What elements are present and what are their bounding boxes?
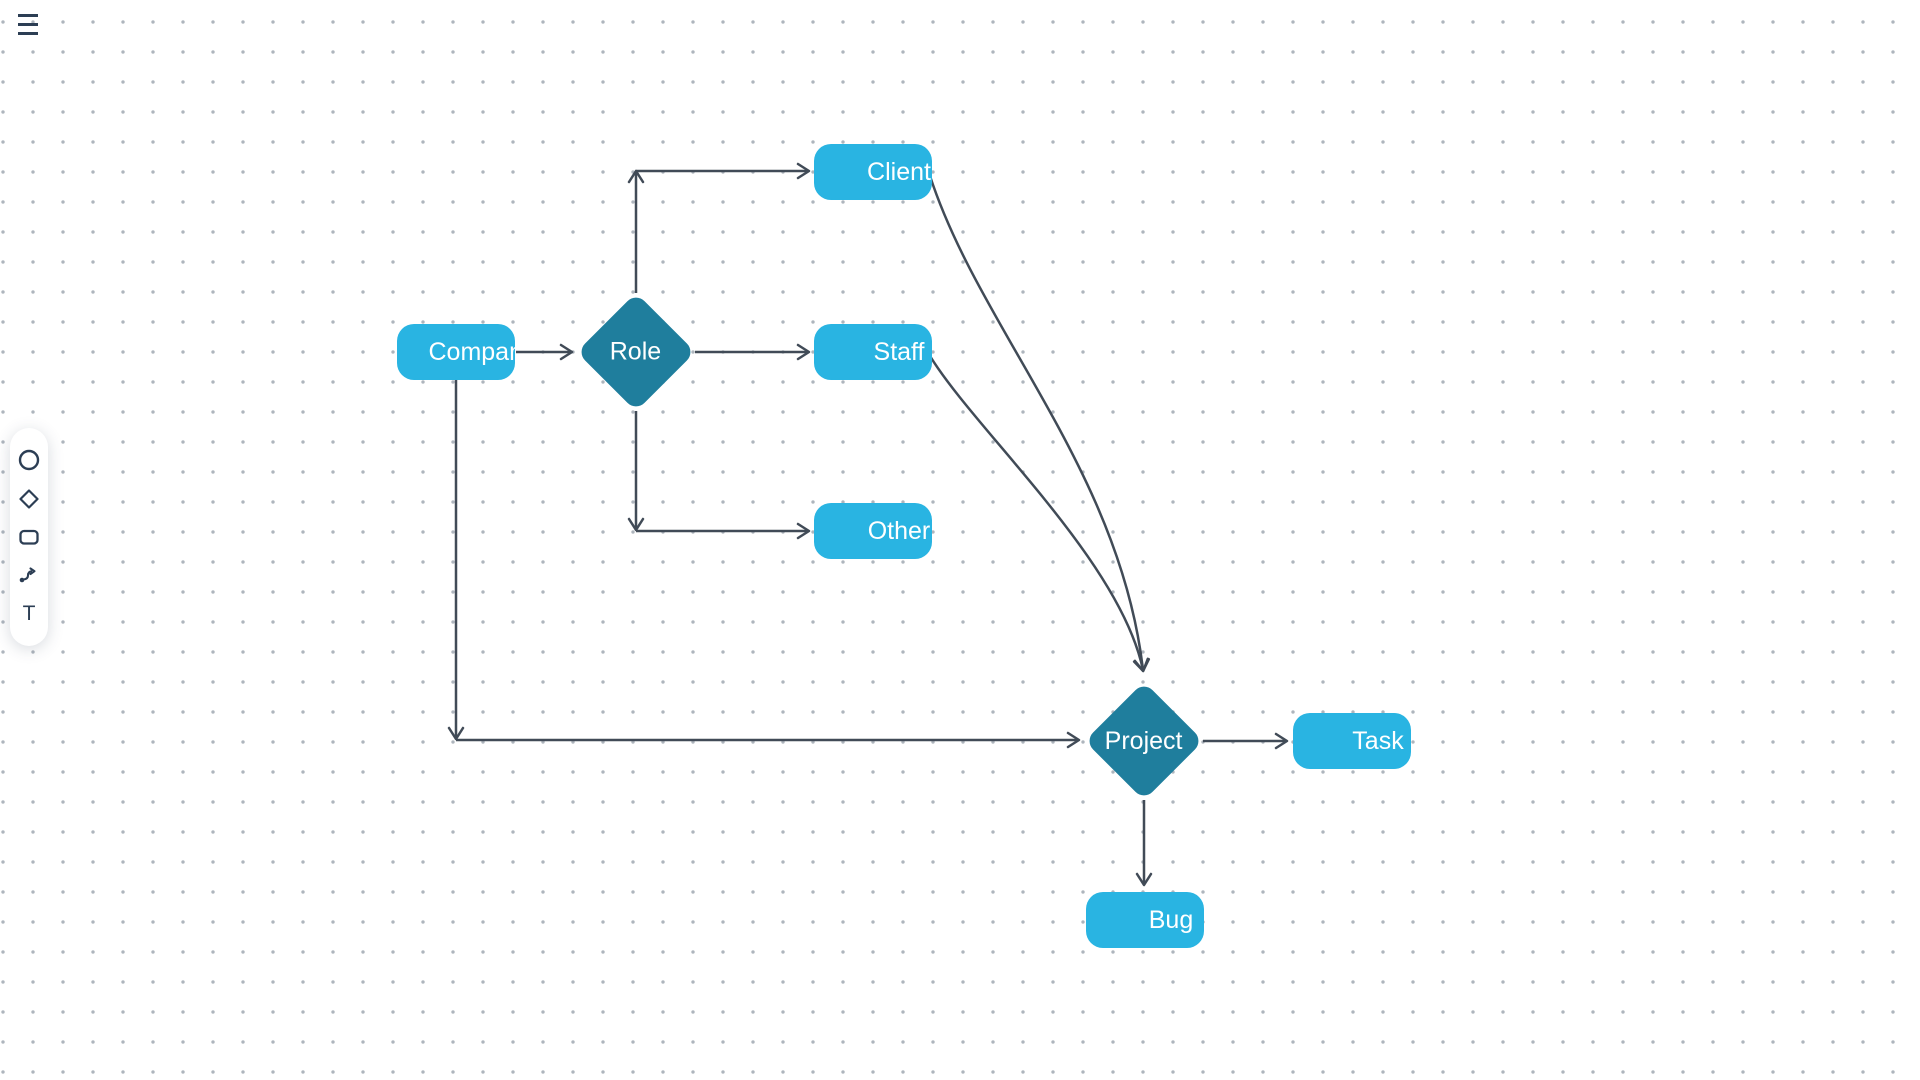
diamond-icon xyxy=(19,489,39,509)
shape-toolbar: T xyxy=(10,428,48,646)
circle-icon xyxy=(18,450,40,471)
node-task[interactable]: Task xyxy=(1293,713,1411,769)
edge-staff-project[interactable] xyxy=(928,355,1150,673)
node-bug-label: Bug xyxy=(1148,905,1194,934)
node-staff-label: Staff xyxy=(873,337,925,366)
node-other[interactable]: Other xyxy=(814,503,932,559)
circle-tool[interactable] xyxy=(17,448,41,472)
diamond-tool[interactable] xyxy=(17,487,41,511)
edge-client-project[interactable] xyxy=(928,175,1151,673)
node-bug[interactable]: Bug xyxy=(1086,892,1204,948)
connector-tool[interactable] xyxy=(17,563,41,587)
node-task-label: Task xyxy=(1352,726,1404,755)
text-tool-icon: T xyxy=(22,602,36,626)
text-tool[interactable]: T xyxy=(17,602,41,626)
node-company-label: Company xyxy=(428,337,516,366)
node-client[interactable]: Client xyxy=(814,144,932,200)
hamburger-menu-icon[interactable] xyxy=(18,14,38,35)
node-staff[interactable]: Staff xyxy=(814,324,932,380)
node-project-label: Project xyxy=(1105,726,1183,755)
node-role-label: Role xyxy=(610,337,662,366)
connector-arrow-icon xyxy=(19,567,36,583)
node-client-label: Client xyxy=(867,157,931,186)
node-company[interactable]: Company xyxy=(397,324,515,380)
rectangle-icon xyxy=(19,529,39,545)
node-other-label: Other xyxy=(867,516,931,545)
rectangle-tool[interactable] xyxy=(17,525,41,549)
